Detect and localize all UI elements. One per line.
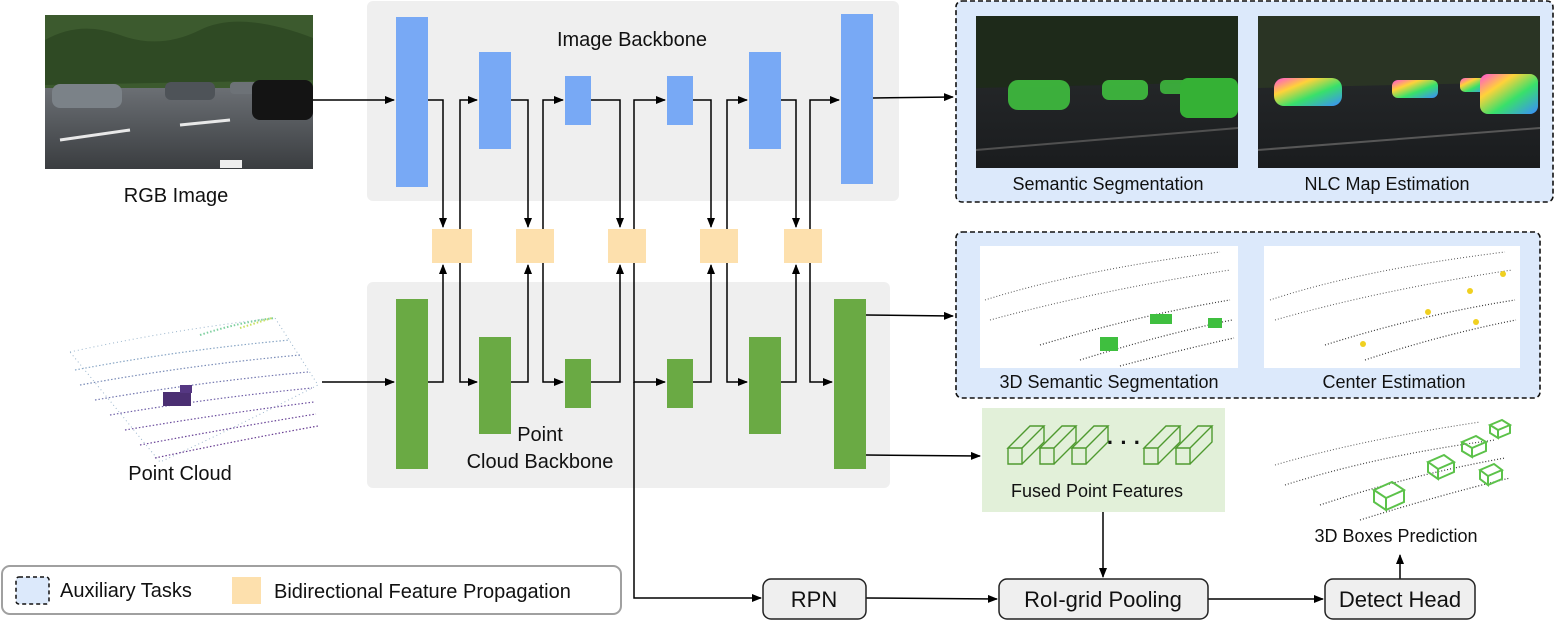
- fusion-block-4: [700, 229, 738, 263]
- legend-swatch-propagation: [232, 577, 261, 604]
- image-layer-6: [841, 14, 873, 184]
- point-layer-2: [479, 337, 511, 434]
- point-cloud-image: [69, 317, 319, 463]
- fusion-block-2: [516, 229, 554, 263]
- legend-frame: [1, 565, 622, 615]
- point-layer-5: [749, 337, 781, 434]
- legend-auxiliary-label: Auxiliary Tasks: [60, 580, 192, 602]
- roi-grid-pooling-label: RoI-grid Pooling: [1024, 587, 1182, 612]
- semantic-segmentation-3d-label: 3D Semantic Segmentation: [999, 372, 1218, 392]
- point-layer-4: [667, 359, 693, 408]
- image-layer-1: [396, 17, 428, 187]
- fused-point-features-label: Fused Point Features: [1011, 481, 1183, 501]
- image-backbone-panel: [367, 1, 899, 201]
- image-layer-4: [667, 76, 693, 125]
- boxes-prediction-image: [1274, 418, 1513, 521]
- image-layer-5: [749, 52, 781, 149]
- detect-head-box: [1324, 578, 1476, 620]
- semantic-segmentation-image: [975, 16, 1239, 168]
- fusion-block-3: [608, 229, 646, 263]
- point-layer-1: [396, 299, 428, 469]
- image-layer-2: [479, 52, 511, 149]
- connection-arrows: [313, 93, 1404, 603]
- semantic-segmentation-3d-image: [980, 246, 1238, 368]
- legend: [1, 565, 622, 615]
- point-backbone-label-line1: Point: [517, 424, 563, 446]
- nlc-map-estimation-label: NLC Map Estimation: [1304, 174, 1469, 194]
- fusion-block-1: [432, 229, 472, 263]
- legend-propagation-label: Bidirectional Feature Propagation: [274, 581, 571, 603]
- rpn-box: [762, 578, 867, 620]
- roi-grid-pooling-box: [998, 578, 1209, 620]
- rpn-label: RPN: [791, 587, 837, 612]
- nlc-map-image: [1257, 16, 1541, 168]
- rgb-image: [45, 15, 313, 169]
- image-backbone-label: Image Backbone: [557, 29, 707, 51]
- feature-ellipsis: · · ·: [1107, 430, 1141, 455]
- semantic-segmentation-label: Semantic Segmentation: [1012, 174, 1203, 194]
- point-backbone-label-line2: Cloud Backbone: [467, 451, 614, 473]
- point-layer-3: [565, 359, 591, 408]
- rgb-image-label: RGB Image: [124, 185, 228, 207]
- point-cloud-label: Point Cloud: [128, 463, 231, 485]
- detect-head-label: Detect Head: [1339, 587, 1461, 612]
- fused-feature-cuboids: [1006, 425, 1214, 465]
- center-estimation-image: [1264, 246, 1520, 368]
- fusion-block-5: [784, 229, 822, 263]
- legend-swatch-auxiliary: [15, 576, 50, 605]
- image-layer-3: [565, 76, 591, 125]
- center-estimation-label: Center Estimation: [1322, 372, 1465, 392]
- boxes-prediction-label: 3D Boxes Prediction: [1314, 526, 1477, 546]
- point-layer-6: [834, 299, 866, 469]
- point-backbone-panel: [367, 282, 890, 488]
